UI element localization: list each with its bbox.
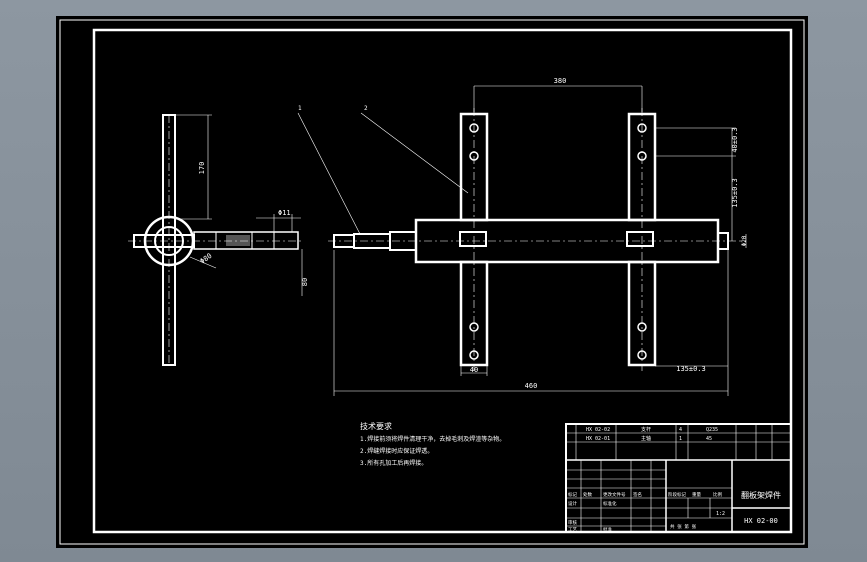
label-standardization: 标准化 (603, 500, 617, 507)
dim-vertical-upper: 40±0.3 (731, 127, 739, 152)
cad-drawing: 170 Φ11 80 Φ80 (59, 19, 805, 545)
part-2-material: Q235 (706, 427, 718, 433)
label-change-doc: 更改文件号 (603, 491, 626, 498)
notes-line-1: 1.焊接前须将焊件清理干净，去掉毛刺及焊渣等杂物。 (360, 435, 505, 443)
notes-line-3: 3.所有孔加工后再焊接。 (360, 459, 427, 467)
dim-hub-dia: Φ80 (199, 252, 214, 266)
notes-title: 技术要求 (360, 421, 392, 431)
label-review: 审核 (568, 519, 577, 526)
drawing-name: 翻板架焊件 (741, 490, 781, 500)
dim-left-hole: Φ11 (278, 209, 291, 217)
notes-line-2: 2.焊缝焊接时应保证焊透。 (360, 447, 433, 455)
left-view-cross (128, 114, 303, 366)
inner-frame (92, 28, 793, 534)
label-scale: 比例 (713, 491, 722, 498)
part-2-name: 支杆 (641, 426, 651, 433)
dim-vertical-mid: 135±0.3 (731, 178, 739, 208)
part-1-code: HX 02-01 (586, 436, 610, 442)
dim-span: 380 (554, 77, 567, 85)
label-designer: 设计 (568, 500, 577, 507)
dim-end-dia: Φ20 (741, 235, 748, 246)
leader-1: 1 (298, 105, 302, 112)
part-1-material: 45 (706, 436, 712, 442)
outer-border (59, 19, 805, 545)
dim-left-arm-length: 170 (198, 162, 206, 175)
label-marking: 标记 (568, 491, 577, 498)
part-2-code: HX 02-02 (586, 427, 610, 433)
label-stage: 阶段标记 (668, 491, 686, 498)
dim-overall: 460 (525, 382, 538, 390)
part-1-name: 主轴 (641, 435, 651, 442)
title-block (565, 423, 792, 533)
label-process: 工艺 (568, 527, 577, 533)
label-weight: 重量 (692, 491, 701, 498)
dim-left-ref: 80 (301, 278, 309, 286)
part-2-qty: 4 (679, 427, 682, 433)
dim-offset-right: 135±0.3 (676, 365, 706, 373)
main-view (297, 85, 747, 396)
label-sheets: 共 张 第 张 (670, 523, 697, 530)
scale-value: 1:2 (716, 511, 725, 517)
dim-arm-width: 40 (470, 366, 478, 374)
label-approve: 批准 (603, 526, 612, 533)
label-count: 处数 (583, 491, 592, 498)
label-signature: 签名 (633, 491, 642, 498)
leader-2: 2 (364, 105, 368, 112)
drawing-number: HX 02-00 (744, 517, 778, 525)
part-1-qty: 1 (679, 436, 682, 442)
cad-viewport[interactable]: 170 Φ11 80 Φ80 (56, 16, 808, 548)
